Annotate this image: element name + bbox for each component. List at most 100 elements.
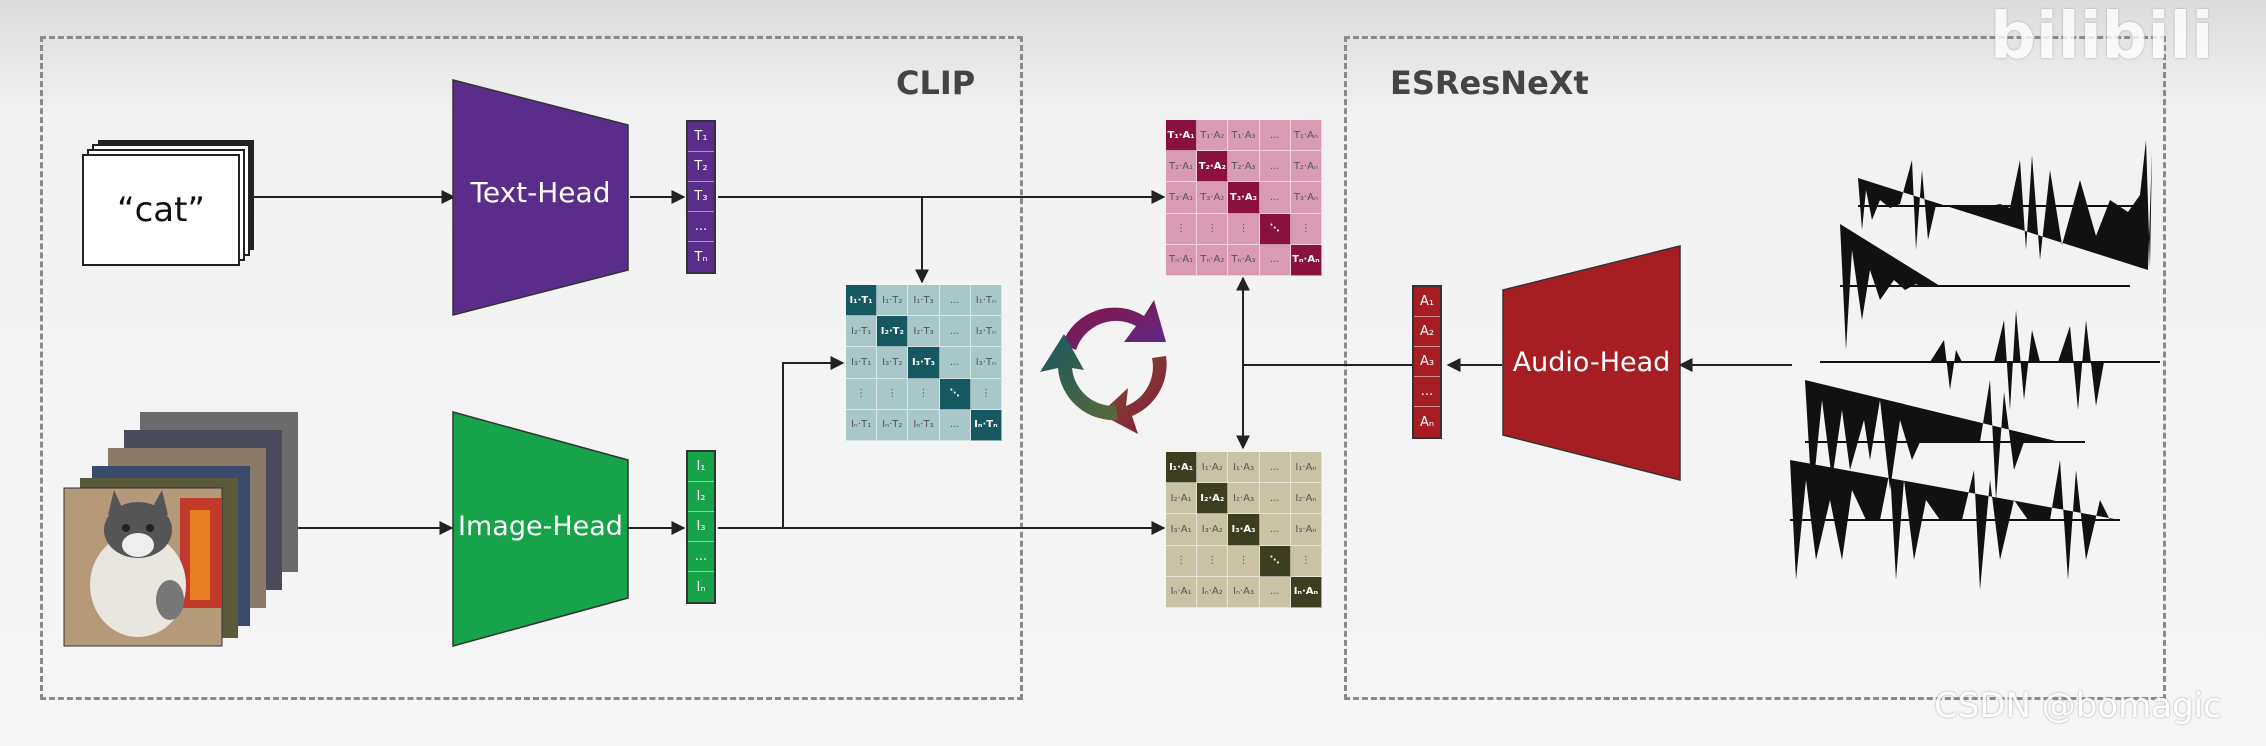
vector-cell: ... — [688, 212, 714, 242]
matrix-cell: ... — [1259, 452, 1291, 484]
matrix-cell: ... — [1259, 244, 1291, 276]
cat-image — [63, 487, 223, 647]
matrix-cell: Tₙ·A₂ — [1197, 244, 1229, 276]
matrix-cell: ... — [939, 409, 971, 441]
matrix-cell: T₂·A₃ — [1228, 151, 1260, 183]
matrix-cell: ... — [939, 347, 971, 379]
matrix-cell: ⋮ — [1228, 545, 1260, 577]
matrix-cell: Iₙ·A₂ — [1197, 576, 1229, 608]
matrix-cell: ... — [939, 285, 971, 317]
matrix-cell: I₃·A₂ — [1197, 514, 1229, 546]
vector-cell: I₁ — [688, 452, 714, 482]
matrix-cell: ⋮ — [1166, 213, 1198, 245]
matrix-diagonal-cell: T₃·A₃ — [1228, 182, 1260, 214]
matrix-cell: ⋮ — [1228, 213, 1260, 245]
matrix-cell: ⋮ — [970, 378, 1002, 410]
vector-cell: Iₙ — [696, 579, 706, 595]
audio-head-shape — [1502, 245, 1681, 481]
matrix-cell: ... — [1259, 576, 1291, 608]
matrix-cell: ... — [939, 316, 971, 348]
matrix-cell: I₂·T₁ — [846, 316, 878, 348]
matrix-cell: ... — [1259, 182, 1291, 214]
audio-waveforms — [1790, 140, 2160, 590]
text-card-stack — [82, 140, 254, 266]
audio-head-label: Audio-Head — [1512, 347, 1671, 378]
matrix-cell: Iₙ·T₁ — [846, 409, 878, 441]
vector-cell: T₃ — [688, 182, 714, 212]
csdn-watermark: CSDN @bomagic — [1934, 686, 2222, 726]
matrix-cell: I₂·Aₙ — [1290, 483, 1322, 515]
bilibili-watermark: bilibili — [1990, 0, 2214, 74]
matrix-cell: T₃·Aₙ — [1290, 182, 1322, 214]
vector-cell: A₁ — [1414, 287, 1440, 317]
matrix-cell: ⋮ — [846, 378, 878, 410]
matrix-cell: ⋮ — [877, 378, 909, 410]
matrix-cell: Tₙ·A₁ — [1166, 244, 1198, 276]
matrix-diagonal-cell: I₃·A₃ — [1228, 514, 1260, 546]
matrix-cell: Iₙ·A₃ — [1228, 576, 1260, 608]
vector-cell: A₂ — [1414, 317, 1440, 347]
matrix-cell: I₂·A₃ — [1228, 483, 1260, 515]
vector-cell: Tₙ — [694, 249, 708, 265]
matrix-cell: T₃·A₂ — [1197, 182, 1229, 214]
vector-cell: ... — [1414, 377, 1440, 407]
matrix-cell: T₁·Aₙ — [1290, 120, 1322, 152]
matrix-cell: I₁·A₂ — [1197, 452, 1229, 484]
image-head-shape — [452, 411, 629, 647]
matrix-cell: I₁·T₃ — [908, 285, 940, 317]
matrix-cell: ... — [1259, 120, 1291, 152]
matrix-cell: ... — [1259, 514, 1291, 546]
matrix-cell: I₁·Aₙ — [1290, 452, 1322, 484]
matrix-cell: I₃·T₁ — [846, 347, 878, 379]
matrix-cell: I₃·Tₙ — [970, 347, 1002, 379]
matrix-cell: Iₙ·A₁ — [1166, 576, 1198, 608]
matrix-diagonal-cell: ⋱ — [1259, 213, 1291, 245]
cycle-icon — [1040, 300, 1167, 434]
matrix-cell: I₃·T₂ — [877, 347, 909, 379]
matrix-diagonal-cell: Tₙ·Aₙ — [1290, 244, 1322, 276]
text-input-label: “cat” — [116, 190, 206, 230]
matrix-diagonal-cell: ⋱ — [939, 378, 971, 410]
esresnext-title: ESResNeXt — [1390, 64, 1589, 102]
matrix-cell: T₃·A₁ — [1166, 182, 1198, 214]
matrix-cell: I₁·Tₙ — [970, 285, 1002, 317]
matrix-cell: ⋮ — [908, 378, 940, 410]
matrix-diagonal-cell: I₁·T₁ — [846, 285, 878, 317]
matrix-cell: I₃·Aₙ — [1290, 514, 1322, 546]
matrix-diagonal-cell: I₁·A₁ — [1166, 452, 1198, 484]
clip-box — [40, 36, 1023, 700]
esresnext-box — [1344, 36, 2166, 700]
matrix-cell: T₁·A₃ — [1228, 120, 1260, 152]
vector-cell: I₂ — [688, 482, 714, 512]
matrix-diagonal-cell: Iₙ·Tₙ — [970, 409, 1002, 441]
vector-cell: A₃ — [1414, 347, 1440, 377]
matrix-cell: ⋮ — [1166, 545, 1198, 577]
matrix-cell: I₃·A₁ — [1166, 514, 1198, 546]
matrix-cell: ... — [1259, 483, 1291, 515]
matrix-cell: I₁·T₂ — [877, 285, 909, 317]
matrix-cell: Iₙ·T₂ — [877, 409, 909, 441]
matrix-cell: I₂·A₁ — [1166, 483, 1198, 515]
matrix-cell: T₁·A₂ — [1197, 120, 1229, 152]
matrix-diagonal-cell: I₂·T₂ — [877, 316, 909, 348]
matrix-cell: I₂·Tₙ — [970, 316, 1002, 348]
matrix-cell: Iₙ·T₃ — [908, 409, 940, 441]
vector-cell: ... — [688, 542, 714, 572]
matrix-cell: ⋮ — [1290, 213, 1322, 245]
matrix-cell: Tₙ·A₃ — [1228, 244, 1260, 276]
matrix-cell: ⋮ — [1197, 213, 1229, 245]
matrix-diagonal-cell: I₃·T₃ — [908, 347, 940, 379]
vector-cell: Aₙ — [1419, 414, 1435, 430]
matrix-cell: T₂·Aₙ — [1290, 151, 1322, 183]
matrix-cell: ⋮ — [1290, 545, 1322, 577]
matrix-cell: I₁·A₃ — [1228, 452, 1260, 484]
matrix-diagonal-cell: T₂·A₂ — [1197, 151, 1229, 183]
